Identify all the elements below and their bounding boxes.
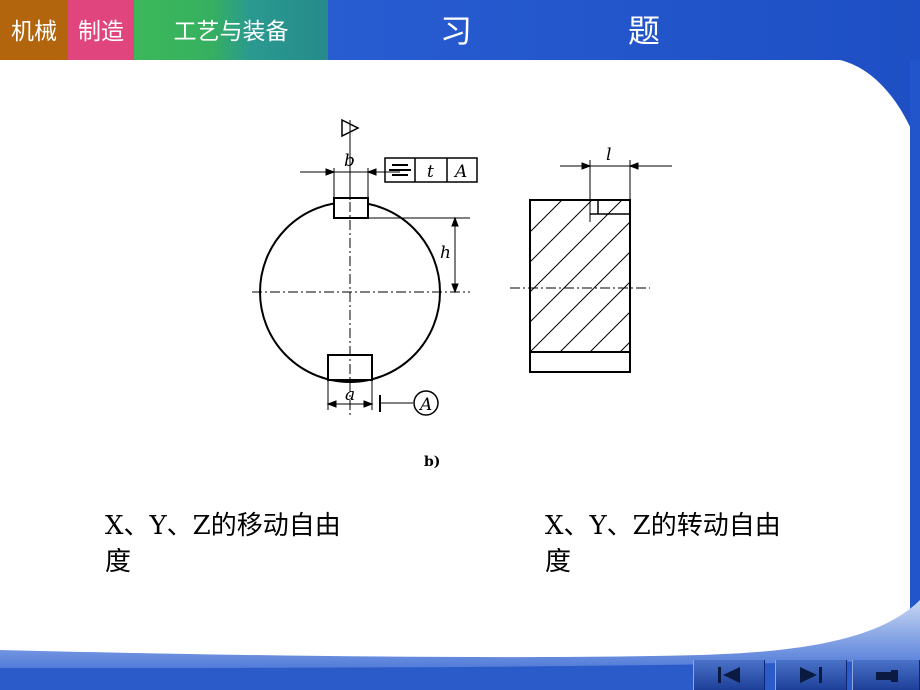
engineering-drawing: b t A h a A l b) <box>252 118 672 470</box>
header-tag-gongyi-label: 工艺与装备 <box>173 19 289 45</box>
label-A-circle: A <box>418 395 432 415</box>
label-A-box: A <box>453 162 467 182</box>
header-tag-jixie-label: 机械 <box>11 19 57 45</box>
figure-caption: b) <box>424 454 440 470</box>
question-rotation-text: X、Y、Z的转动自由度 <box>545 511 781 577</box>
header-tag-gongyi: 工艺与装备 <box>134 0 328 60</box>
header-tag-jixie: 机械 <box>0 0 68 60</box>
title-char-2: 题 <box>627 12 660 50</box>
first-slide-button[interactable] <box>693 660 765 690</box>
top-keyway <box>333 197 369 219</box>
side-view <box>529 199 631 373</box>
header-tag-zhizao-label: 制造 <box>78 19 124 45</box>
header-tag-zhizao: 制造 <box>68 0 134 60</box>
label-a: a <box>345 385 355 405</box>
question-translation-text: X、Y、Z的移动自由度 <box>105 511 341 577</box>
end-show-button[interactable] <box>852 660 920 690</box>
first-icon <box>718 667 740 683</box>
label-l: l <box>606 145 611 165</box>
label-h: h <box>440 243 451 263</box>
label-t: t <box>427 162 434 182</box>
next-slide-button[interactable] <box>775 660 847 690</box>
label-b: b <box>344 151 355 171</box>
question-rotation: X、Y、Z的转动自由度 <box>545 508 795 580</box>
end-icon <box>876 670 898 682</box>
slide-title: 习 题 <box>440 6 660 56</box>
hatching <box>529 199 631 353</box>
title-char-1: 习 <box>440 12 473 50</box>
question-translation: X、Y、Z的移动自由度 <box>105 508 355 580</box>
next-icon <box>800 667 822 683</box>
